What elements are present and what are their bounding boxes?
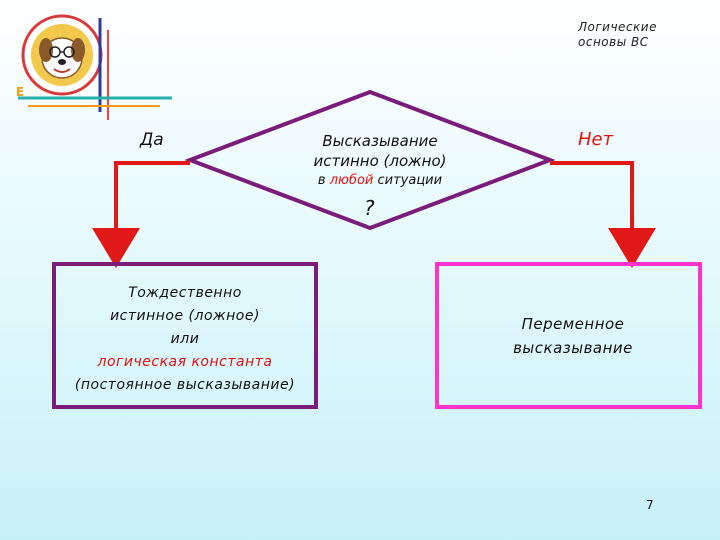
tautology-text: Тождественно истинное (ложное) или логич…: [58, 282, 312, 397]
no-arrow: [550, 161, 656, 268]
tautology-line-3: или: [170, 331, 200, 347]
variable-statement-box: [435, 262, 702, 409]
tautology-line-1: Тождественно: [128, 285, 242, 301]
header-line-1: Логические: [578, 20, 657, 34]
page-number: 7: [646, 498, 654, 512]
decision-text: Высказывание истинно (ложно) в любой сит…: [260, 131, 500, 191]
tautology-line-4: логическая константа: [97, 354, 273, 370]
decision-line-3: в любой ситуации: [260, 171, 500, 191]
tautology-box: [52, 262, 318, 409]
yes-label: Да: [140, 130, 164, 150]
decision-diamond: [184, 89, 556, 231]
decision-line-2: истинно (ложно): [313, 152, 447, 170]
decision-line-3-suffix: ситуации: [373, 173, 443, 188]
decision-line-3-prefix: в: [317, 173, 330, 188]
variable-statement-text: Переменное высказывание: [440, 312, 706, 360]
decision-highlight: любой: [329, 173, 374, 188]
decision-question: ?: [364, 196, 375, 220]
yes-arrow: [92, 161, 190, 268]
variable-line-1: Переменное: [521, 315, 625, 333]
variable-line-2: высказывание: [513, 339, 633, 357]
tautology-line-5: (постоянное высказывание): [74, 377, 296, 393]
slide-header: Логические основы ВС: [578, 20, 688, 50]
no-label: Нет: [578, 129, 614, 150]
tautology-line-2: истинное (ложное): [110, 308, 260, 324]
decision-line-1: Высказывание: [322, 132, 438, 150]
header-line-2: основы ВС: [578, 35, 649, 49]
